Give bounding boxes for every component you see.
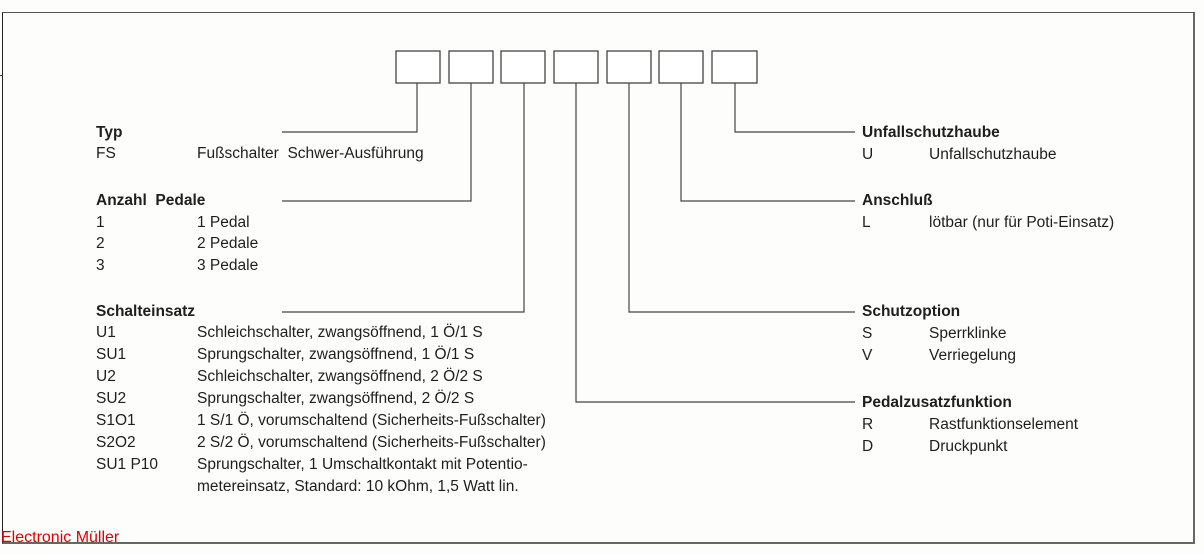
code-u1: U1 [96,324,116,341]
desc-3: 3 Pedale [197,257,259,274]
desc-su2: Sprungschalter, zwangsöffnend, 2 Ö/2 S [197,390,475,407]
code-2: 2 [96,235,105,252]
heading-unfallschutzhaube: Unfallschutzhaube [862,124,1000,141]
desc-s1o1: 1 S/1 Ö, vorumschaltend (Sicherheits-Fuß… [197,412,546,429]
edge-tick [0,75,3,76]
code-r: R [862,416,874,433]
diagram-frame [2,12,1195,544]
code-box-6 [658,50,704,84]
connector-schalteinsatz [282,83,525,313]
heading-pedalzusatzfunktion: Pedalzusatzfunktion [862,394,1012,411]
connector-typ [282,83,418,133]
connector-pedalzusatzfunktion [575,83,855,403]
code-su1-p10: SU1 P10 [96,456,159,473]
heading-anzahl-pedale: Anzahl Pedale [96,192,206,209]
heading-typ: Typ [96,124,123,141]
heading-schalteinsatz: Schalteinsatz [96,303,196,320]
desc-s2o2: 2 S/2 Ö, vorumschaltend (Sicherheits-Fuß… [197,434,546,451]
code-su1: SU1 [96,346,127,363]
desc-su1-p10-cont: metereinsatz, Standard: 10 kOhm, 1,5 Wat… [197,478,519,495]
connector-anzahl-pedale [282,83,472,202]
code-u: U [862,146,874,163]
code-box-7 [711,50,758,84]
connector-unfallschutzhaube [734,83,855,133]
code-l: L [862,214,871,231]
code-su2: SU2 [96,390,127,407]
code-box-5 [606,50,652,84]
desc-su1-p10: Sprungschalter, 1 Umschaltkontakt mit Po… [197,456,528,473]
code-s: S [862,325,873,342]
code-s1o1: S1O1 [96,412,136,429]
heading-schutzoption: Schutzoption [862,303,961,320]
desc-r: Rastfunktionselement [929,416,1079,433]
code-1: 1 [96,214,105,231]
code-fs: FS [96,145,116,162]
desc-u: Unfallschutzhaube [929,146,1057,163]
desc-fs: Fußschalter Schwer-Ausführung [197,145,424,162]
code-box-2 [448,50,494,84]
code-3: 3 [96,257,105,274]
desc-u1: Schleichschalter, zwangsöffnend, 1 Ö/1 S [197,324,483,341]
code-d: D [862,438,874,455]
desc-1: 1 Pedal [197,214,250,231]
heading-anschluss: Anschluß [862,192,933,209]
desc-u2: Schleichschalter, zwangsöffnend, 2 Ö/2 S [197,368,483,385]
desc-v: Verriegelung [929,347,1017,364]
code-s2o2: S2O2 [96,434,136,451]
connector-schutzoption [628,83,855,313]
code-u2: U2 [96,368,116,385]
desc-su1: Sprungschalter, zwangsöffnend, 1 Ö/1 S [197,346,475,363]
desc-2: 2 Pedale [197,235,259,252]
brand-label: Electronic Müller [1,529,120,546]
desc-d: Druckpunkt [929,438,1008,455]
connector-anschluss [680,83,855,202]
code-box-1 [395,50,441,84]
code-box-4 [553,50,599,84]
desc-l: lötbar (nur für Poti-Einsatz) [929,214,1115,231]
code-v: V [862,347,873,364]
desc-s: Sperrklinke [929,325,1007,342]
code-box-3 [500,50,546,84]
